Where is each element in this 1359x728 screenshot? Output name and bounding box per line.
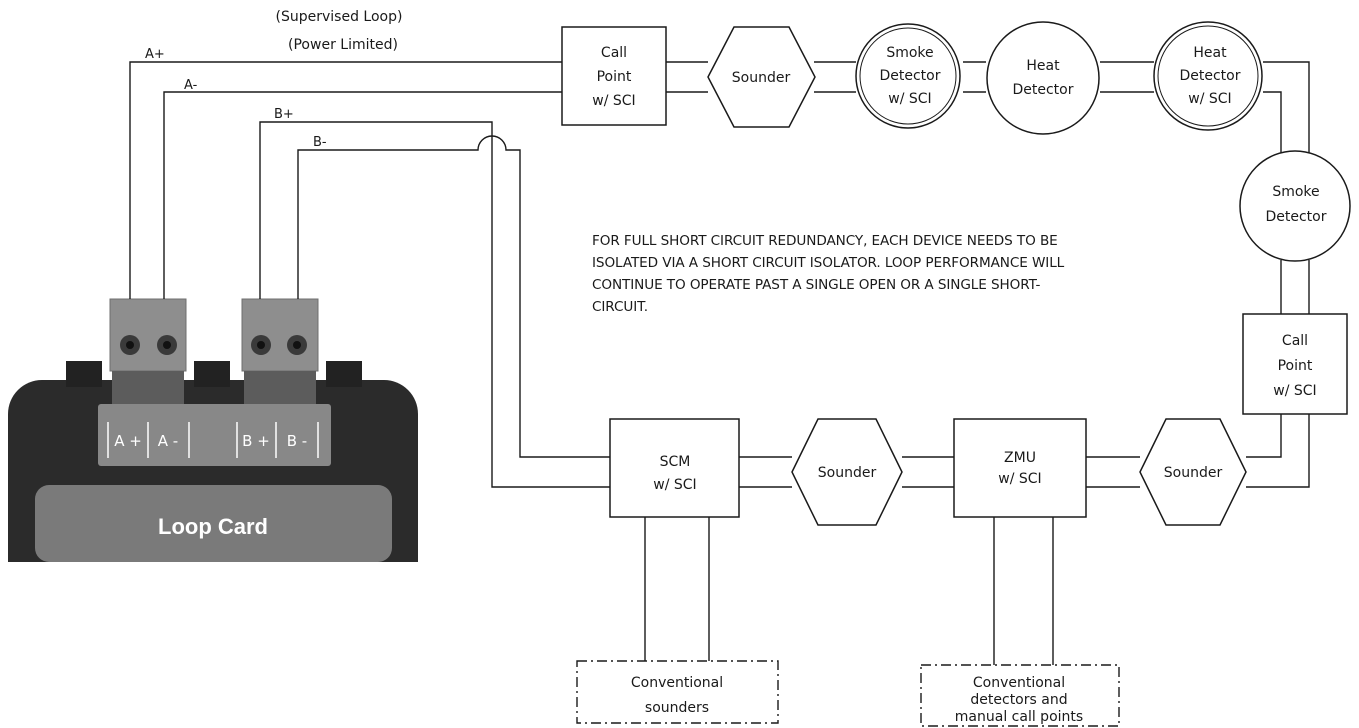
device-label: Point (1278, 358, 1313, 374)
card-tab (194, 361, 230, 387)
heat-detector-sci: Heat Detector w/ SCI (1153, 21, 1263, 131)
call-point-right: Call Point w/ SCI (1242, 313, 1348, 415)
terminal-block-b (241, 298, 319, 404)
device-label: Detector (1265, 209, 1326, 225)
device-label: Sounder (1164, 465, 1223, 481)
zmu-module: ZMU w/ SCI (953, 418, 1087, 518)
terminal-label-a-plus: A + (114, 432, 142, 450)
device-label: Detector (879, 68, 940, 84)
device-label: Heat (1193, 45, 1227, 61)
loop-wiring (129, 61, 1310, 665)
sounder-bottom-mid: Sounder (791, 418, 903, 526)
note-line: ISOLATED VIA A SHORT CIRCUIT ISOLATOR. L… (592, 255, 1065, 271)
smoke-detector-sci: Smoke Detector w/ SCI (855, 23, 961, 129)
loop-card: Loop Card A + A - B + B - (8, 298, 418, 580)
device-label: Sounder (818, 465, 877, 481)
redundancy-note: FOR FULL SHORT CIRCUIT REDUNDANCY, EACH … (592, 230, 1232, 318)
wire-a-minus (163, 91, 562, 299)
device-label: w/ SCI (653, 477, 696, 493)
card-tab (66, 361, 102, 387)
wire-label-b-minus: B- (313, 135, 327, 150)
device-label: Smoke (1272, 184, 1319, 200)
wire-label-b-plus: B+ (274, 107, 294, 122)
device-label: w/ SCI (888, 91, 931, 107)
terminal-label-b-plus: B + (242, 432, 270, 450)
device-label: w/ SCI (998, 471, 1041, 487)
device-label: detectors and (970, 692, 1067, 708)
device-label: Heat (1026, 58, 1060, 74)
terminal-block-a (109, 298, 187, 404)
call-point-top: Call Point w/ SCI (561, 26, 667, 126)
power-limited-label: (Power Limited) (288, 37, 398, 53)
terminal-label-a-minus: A - (158, 432, 178, 450)
conventional-sounders: Conventional sounders (576, 660, 779, 724)
device-label: Detector (1179, 68, 1240, 84)
device-label: Call (601, 45, 627, 61)
smoke-detector-right: Smoke Detector (1239, 150, 1351, 262)
device-label: Detector (1012, 82, 1073, 98)
device-label: Smoke (886, 45, 933, 61)
wire-b-plus (259, 121, 610, 488)
device-label: w/ SCI (1188, 91, 1231, 107)
conventional-detectors: Conventional detectors and manual call p… (920, 664, 1120, 727)
device-label: Sounder (732, 70, 791, 86)
note-line: FOR FULL SHORT CIRCUIT REDUNDANCY, EACH … (592, 233, 1058, 249)
sounder-top: Sounder (707, 26, 816, 128)
sounder-bottom-right: Sounder (1139, 418, 1247, 526)
wire-label-a-plus: A+ (145, 47, 165, 62)
device-label: Call (1282, 333, 1308, 349)
wire-a-plus (129, 61, 562, 299)
device-label: SCM (660, 454, 691, 470)
loop-card-label-panel (35, 485, 392, 562)
scm-module: SCM w/ SCI (609, 418, 740, 518)
device-label: w/ SCI (592, 93, 635, 109)
device-label: manual call points (955, 709, 1083, 725)
wire-b-minus (297, 135, 610, 458)
device-label: Conventional (631, 675, 723, 691)
wire-label-a-minus: A- (184, 78, 198, 93)
device-label: Conventional (973, 675, 1065, 691)
device-label: ZMU (1004, 450, 1036, 466)
loop-card-title: Loop Card (158, 514, 268, 539)
card-tab (326, 361, 362, 387)
note-line: CONTINUE TO OPERATE PAST A SINGLE OPEN O… (592, 277, 1041, 293)
terminal-label-b-minus: B - (287, 432, 307, 450)
device-label: sounders (645, 700, 709, 716)
note-line: CIRCUIT. (592, 299, 648, 315)
device-label: w/ SCI (1273, 383, 1316, 399)
heat-detector: Heat Detector (986, 21, 1100, 135)
supervised-loop-label: (Supervised Loop) (276, 9, 403, 25)
device-label: Point (597, 69, 632, 85)
terminal-panel (98, 404, 331, 466)
